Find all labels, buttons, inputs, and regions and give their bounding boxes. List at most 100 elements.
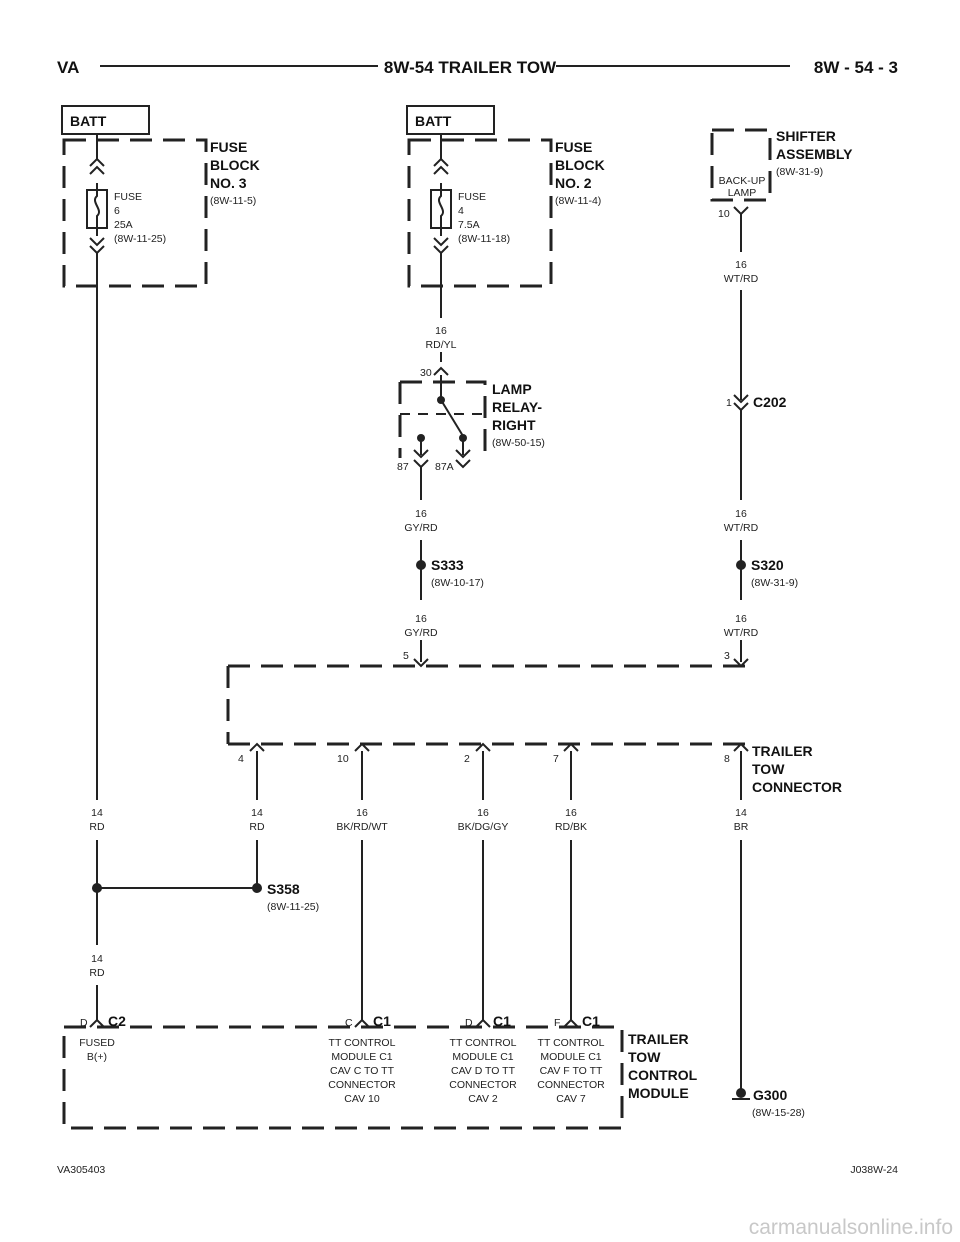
svg-text:C1: C1 [582, 1013, 600, 1029]
svg-text:16: 16 [565, 807, 577, 819]
batt-label-box-right [406, 105, 495, 135]
svg-text:1: 1 [726, 397, 732, 409]
svg-text:C1: C1 [493, 1013, 511, 1029]
svg-text:WT/RD: WT/RD [724, 522, 759, 534]
svg-text:ASSEMBLY: ASSEMBLY [776, 146, 853, 162]
svg-text:16: 16 [735, 259, 747, 271]
svg-text:RD: RD [249, 821, 265, 833]
footer-left: VA305403 [57, 1164, 105, 1176]
splice-s333: S333 (8W-10-17) [416, 557, 484, 589]
svg-text:WT/RD: WT/RD [724, 627, 759, 639]
svg-text:(8W-11-4): (8W-11-4) [555, 195, 601, 207]
svg-text:(8W-11-5): (8W-11-5) [210, 195, 256, 207]
svg-text:7: 7 [553, 753, 559, 765]
batt-label-box-left [61, 105, 150, 135]
svg-text:(8W-11-25): (8W-11-25) [267, 901, 319, 913]
svg-text:LAMP: LAMP [728, 187, 757, 199]
svg-text:NO. 3: NO. 3 [210, 175, 247, 191]
svg-text:16: 16 [735, 613, 747, 625]
svg-text:25A: 25A [114, 219, 133, 231]
svg-text:MODULE C1: MODULE C1 [452, 1051, 513, 1063]
svg-text:D: D [465, 1017, 473, 1029]
svg-text:RD: RD [89, 821, 105, 833]
svg-text:C202: C202 [753, 394, 787, 410]
svg-text:BLOCK: BLOCK [555, 157, 605, 173]
svg-text:C: C [345, 1017, 353, 1029]
svg-text:C2: C2 [108, 1013, 126, 1029]
svg-text:FUSE: FUSE [555, 139, 592, 155]
svg-text:CONTROL: CONTROL [628, 1067, 698, 1083]
svg-text:6: 6 [114, 205, 120, 217]
lamp-relay-right: 30 87 87A LAMP RELAY- RIGHT (8W-50-15) [397, 366, 545, 473]
svg-text:14: 14 [735, 807, 747, 819]
svg-text:10: 10 [337, 753, 349, 765]
page-header: VA 8W-54 TRAILER TOW 8W - 54 - 3 [57, 58, 898, 77]
svg-text:RD/YL: RD/YL [426, 339, 457, 351]
trailer-tow-connector: 5 3 4 10 2 7 8 TRAILER TOW CONNECTOR [226, 650, 842, 795]
svg-text:BK/DG/GY: BK/DG/GY [458, 821, 509, 833]
svg-text:CONNECTOR: CONNECTOR [752, 779, 842, 795]
svg-text:87: 87 [397, 461, 409, 473]
svg-text:TT CONTROL: TT CONTROL [329, 1037, 396, 1049]
svg-text:(8W-50-15): (8W-50-15) [492, 437, 545, 449]
svg-text:(8W-15-28): (8W-15-28) [752, 1107, 805, 1119]
svg-text:MODULE C1: MODULE C1 [540, 1051, 601, 1063]
svg-text:2: 2 [464, 753, 470, 765]
svg-text:S320: S320 [751, 557, 784, 573]
svg-text:C1: C1 [373, 1013, 391, 1029]
svg-text:SHIFTER: SHIFTER [776, 128, 836, 144]
svg-text:14: 14 [91, 953, 103, 965]
svg-text:B(+): B(+) [87, 1051, 107, 1063]
batt-label-left: BATT [70, 113, 107, 129]
svg-text:BACK-UP: BACK-UP [719, 175, 766, 187]
splice-s358: S358 (8W-11-25) [92, 881, 319, 913]
svg-text:TOW: TOW [628, 1049, 661, 1065]
svg-text:TRAILER: TRAILER [628, 1031, 689, 1047]
svg-text:RELAY-: RELAY- [492, 399, 542, 415]
svg-text:3: 3 [724, 650, 730, 662]
svg-text:GY/RD: GY/RD [404, 522, 438, 534]
svg-text:(8W-11-18): (8W-11-18) [458, 233, 510, 245]
svg-text:CAV 10: CAV 10 [344, 1093, 380, 1105]
ground-g300: G300 (8W-15-28) [732, 1087, 805, 1119]
svg-text:RD: RD [89, 967, 105, 979]
svg-text:16: 16 [415, 613, 427, 625]
svg-text:RIGHT: RIGHT [492, 417, 536, 433]
svg-text:BR: BR [734, 821, 749, 833]
svg-text:14: 14 [91, 807, 103, 819]
svg-text:FUSE: FUSE [114, 191, 142, 203]
fuse-block-3: BATT FUSE 6 25A (8W-11-25) FUSE BLOCK NO… [61, 105, 260, 288]
batt-label-right: BATT [415, 113, 452, 129]
connector-c202: 1 C202 [726, 394, 787, 412]
svg-text:FUSED: FUSED [79, 1037, 115, 1049]
svg-text:GY/RD: GY/RD [404, 627, 438, 639]
svg-text:CAV D TO TT: CAV D TO TT [451, 1065, 516, 1077]
svg-text:(8W-31-9): (8W-31-9) [776, 166, 823, 178]
svg-text:S358: S358 [267, 881, 300, 897]
svg-text:14: 14 [251, 807, 263, 819]
svg-text:MODULE C1: MODULE C1 [331, 1051, 392, 1063]
svg-text:CONNECTOR: CONNECTOR [537, 1079, 605, 1091]
svg-text:F: F [554, 1017, 560, 1029]
svg-text:7.5A: 7.5A [458, 219, 480, 231]
svg-text:RD/BK: RD/BK [555, 821, 587, 833]
watermark: carmanualsonline.info [749, 1216, 953, 1239]
svg-text:87A: 87A [435, 461, 454, 473]
svg-text:16: 16 [735, 508, 747, 520]
svg-text:30: 30 [420, 367, 432, 379]
svg-text:WT/RD: WT/RD [724, 273, 759, 285]
header-title: 8W-54 TRAILER TOW [384, 58, 557, 77]
svg-text:FUSE: FUSE [210, 139, 247, 155]
svg-text:D: D [80, 1017, 88, 1029]
trailer-tow-control-module: D C2 C C1 D C1 F C1 FUSED B(+) TT CONTRO… [62, 1013, 698, 1130]
svg-text:FUSE: FUSE [458, 191, 486, 203]
svg-text:CAV 7: CAV 7 [556, 1093, 586, 1105]
svg-text:CONNECTOR: CONNECTOR [449, 1079, 517, 1091]
header-page-number: 8W - 54 - 3 [814, 58, 898, 77]
svg-text:(8W-10-17): (8W-10-17) [431, 577, 484, 589]
svg-text:4: 4 [458, 205, 464, 217]
svg-text:16: 16 [356, 807, 368, 819]
svg-text:16: 16 [435, 325, 447, 337]
svg-text:10: 10 [718, 208, 730, 220]
